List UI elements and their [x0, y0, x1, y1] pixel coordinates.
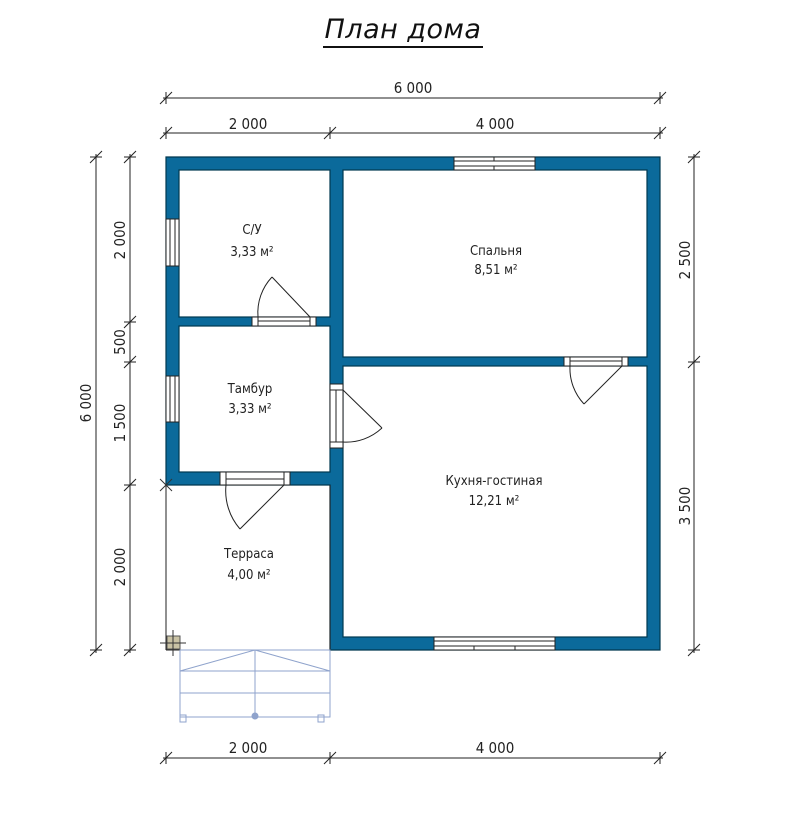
- door-su: [251, 276, 317, 327]
- dim-right-top: 2 500: [676, 241, 694, 280]
- window-tambur: [165, 375, 180, 423]
- wall-bedroom-bottom: [330, 357, 660, 366]
- door-entrance: [219, 471, 291, 530]
- doors: [219, 276, 629, 530]
- interior-su: [178, 169, 331, 318]
- room-kitchen-name: Кухня-гостиная: [445, 474, 542, 489]
- window-su: [165, 218, 180, 267]
- dim-top-right: 4 000: [476, 115, 515, 133]
- dim-right-bottom: 3 500: [676, 487, 694, 526]
- dimension-labels: 6 000 2 000 4 000 2 000 4 000 6 000 2 00…: [77, 79, 694, 757]
- dimension-lines: [89, 91, 701, 765]
- terrace-column: [159, 478, 186, 656]
- wall-outer-right: [647, 157, 660, 650]
- room-bedroom-name: Спальня: [470, 244, 522, 259]
- room-labels: С/У 3,33 м² Спальня 8,51 м² Тамбур 3,33 …: [223, 223, 543, 583]
- steps: [179, 649, 331, 723]
- steps-arrow-right: [254, 649, 331, 672]
- room-su-area: 3,33 м²: [230, 245, 273, 260]
- dim-left-tambur: 1 500: [111, 404, 129, 443]
- room-tambur-area: 3,33 м²: [228, 402, 271, 417]
- dim-left-terrace: 2 000: [111, 548, 129, 587]
- room-kitchen-area: 12,21 м²: [469, 494, 520, 509]
- window-kitchen: [433, 636, 556, 651]
- dim-bottom-right: 4 000: [476, 739, 515, 757]
- dim-top-total: 6 000: [394, 79, 433, 97]
- room-bedroom-area: 8,51 м²: [474, 263, 517, 278]
- steps-arrow-left: [179, 649, 256, 672]
- door-bedroom: [563, 356, 629, 405]
- dim-left-su: 2 000: [111, 221, 129, 260]
- dim-left-total: 6 000: [77, 384, 95, 423]
- interior-tambur: [178, 325, 331, 473]
- interior-kitchen: [342, 365, 648, 638]
- wall-outer-top: [166, 157, 660, 170]
- room-tambur-name: Тамбур: [227, 382, 273, 397]
- page-title-text: План дома: [322, 14, 484, 48]
- page-title: План дома: [0, 14, 806, 48]
- room-terrace-area: 4,00 м²: [227, 568, 270, 583]
- room-terrace-name: Терраса: [223, 547, 274, 562]
- walls: [166, 157, 660, 650]
- dim-bottom-left: 2 000: [229, 739, 268, 757]
- door-kitchen: [329, 383, 383, 449]
- dim-left-gap: 500: [111, 329, 129, 355]
- dim-top-left: 2 000: [229, 115, 268, 133]
- windows: [165, 156, 556, 651]
- room-su-name: С/У: [242, 223, 261, 238]
- window-bedroom: [453, 156, 536, 171]
